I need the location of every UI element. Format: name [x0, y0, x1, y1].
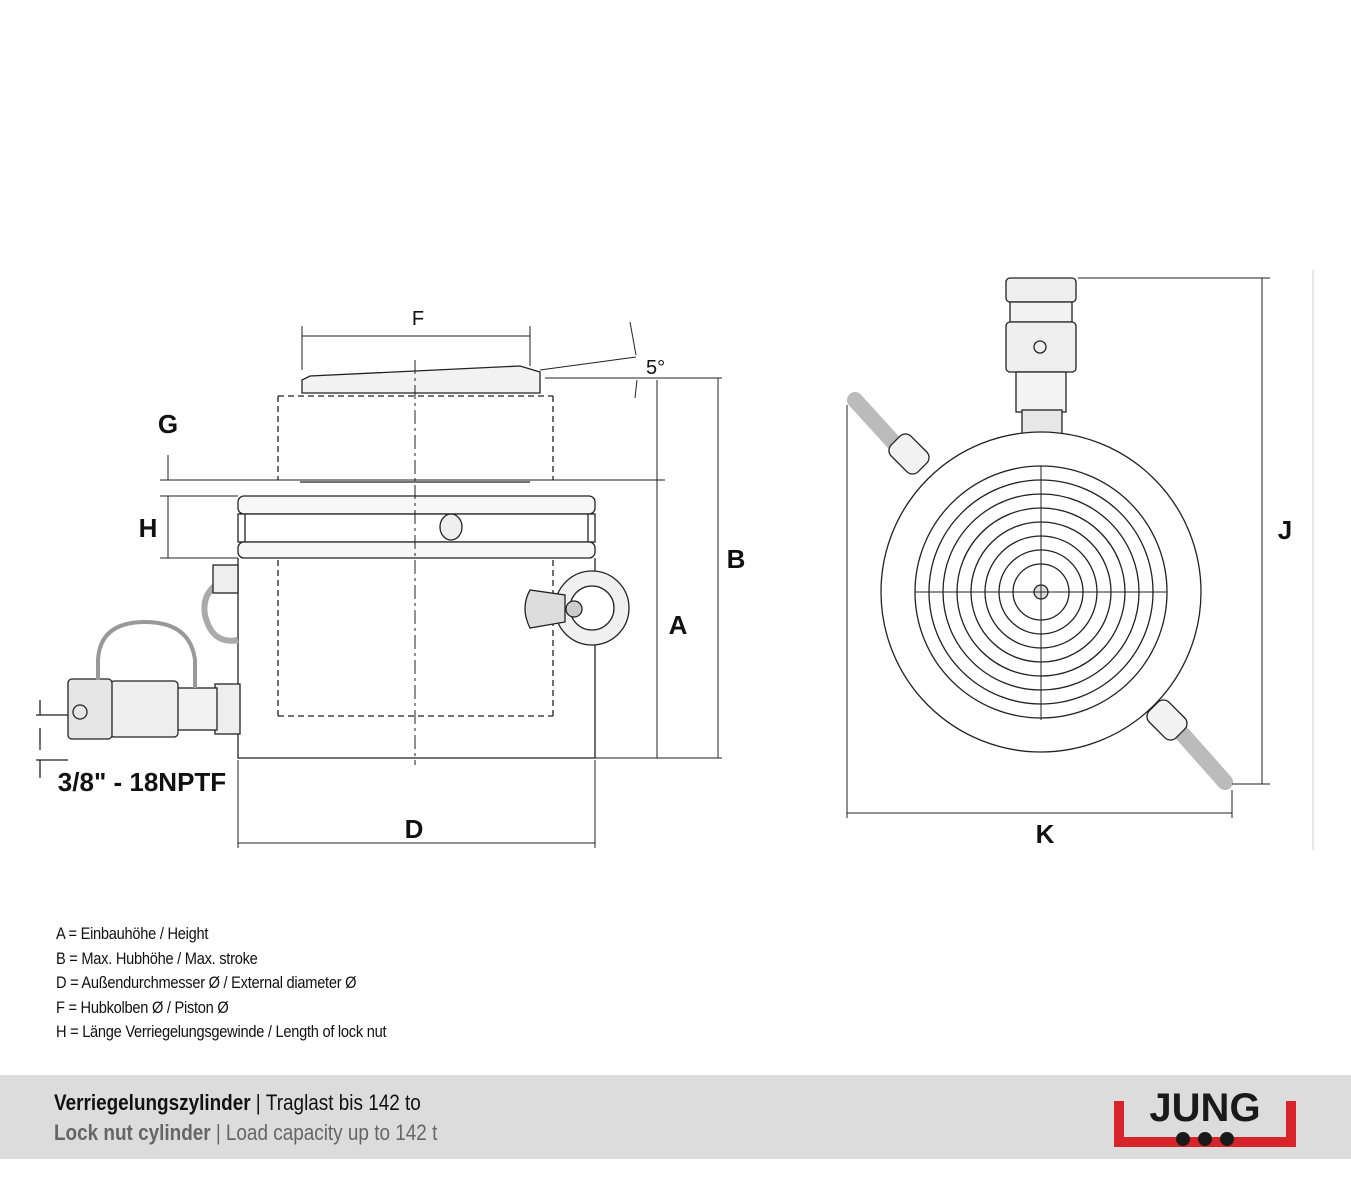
- cylinder-top-view: [847, 277, 1233, 790]
- separator: |: [255, 1090, 261, 1115]
- label-J: J: [1278, 515, 1292, 545]
- label-D: D: [405, 814, 424, 844]
- jung-logo: JUNG: [1114, 1086, 1296, 1147]
- product-title-en: Lock nut cylinder: [54, 1120, 211, 1145]
- logo-text: JUNG: [1149, 1086, 1260, 1130]
- cylinder-side-view: [36, 360, 630, 778]
- capacity-en: Load capacity up to 142 t: [225, 1120, 438, 1145]
- label-G: G: [158, 409, 178, 439]
- label-angle: 5°: [646, 357, 665, 379]
- legend-item: F = Hubkolben Ø / Piston Ø: [56, 997, 229, 1017]
- dimension-legend: A = Einbauhöhe / Height B = Max. Hubhöhe…: [56, 922, 387, 1045]
- side-dimension-lines: [160, 321, 722, 848]
- label-F: F: [412, 308, 424, 330]
- footer-bar: Verriegelungszylinder|Traglast bis 142 t…: [0, 1075, 1351, 1159]
- legend-item: D = Außendurchmesser Ø / External diamet…: [56, 973, 357, 992]
- top-dimension-lines: [846, 270, 1314, 850]
- product-title-de: Verriegelungszylinder: [54, 1090, 251, 1115]
- separator: |: [215, 1120, 221, 1145]
- legend-item: A = Einbauhöhe / Height: [56, 924, 209, 943]
- technical-drawing: F 5° G H A B D 3/8" - 18NPTF J K: [36, 270, 1314, 850]
- legend-item: H = Länge Verriegelungsgewinde / Length …: [56, 1022, 387, 1041]
- label-A: A: [669, 610, 688, 640]
- label-thread: 3/8" - 18NPTF: [58, 767, 226, 797]
- title-german: Verriegelungszylinder|Traglast bis 142 t…: [54, 1090, 421, 1116]
- label-H: H: [139, 513, 158, 543]
- capacity-de: Traglast bis 142 to: [265, 1090, 421, 1115]
- label-K: K: [1036, 819, 1055, 849]
- label-B: B: [727, 544, 746, 574]
- legend-item: B = Max. Hubhöhe / Max. stroke: [56, 948, 258, 968]
- title-english: Lock nut cylinder|Load capacity up to 14…: [54, 1120, 437, 1146]
